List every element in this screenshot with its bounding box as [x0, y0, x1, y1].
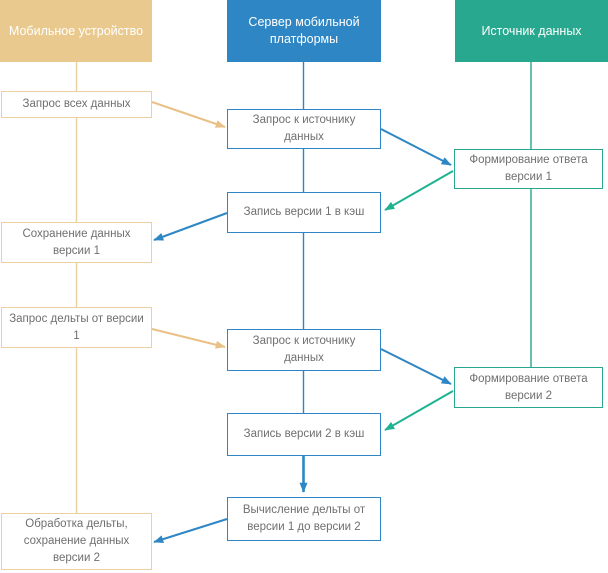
edge-save-v1-arrow	[153, 212, 228, 241]
edge-request-all-data-arrow	[151, 101, 226, 128]
edge-response-v2-arrow	[384, 390, 454, 431]
node-process-delta: Обработка дельты, сохранение данных верс…	[1, 513, 152, 570]
node-request-to-source-2: Запрос к источнику данных	[227, 329, 381, 371]
lane-header-data-source: Источник данных	[455, 0, 608, 62]
node-write-v2-cache: Запись версии 2 в кэш	[227, 413, 381, 456]
edge-response-v1-arrow	[384, 170, 454, 211]
node-request-all-data: Запрос всех данных	[1, 91, 152, 118]
edge-request-delta-arrow	[151, 328, 226, 349]
lane-header-platform-server: Сервер мобильной платформы	[227, 0, 381, 62]
node-compute-delta: Вычисление дельты от версии 1 до версии …	[227, 497, 381, 541]
node-request-delta-v1: Запрос дельты от версии 1	[1, 307, 152, 348]
node-request-to-source-1: Запрос к источнику данных	[227, 109, 381, 149]
node-write-v1-cache: Запись версии 1 в кэш	[227, 192, 381, 233]
edge-query-source-2-arrow	[380, 348, 452, 385]
node-save-data-v1: Сохранение данных версии 1	[1, 222, 152, 263]
node-form-response-v1: Формирование ответа версии 1	[454, 149, 603, 189]
edge-process-delta-arrow	[153, 518, 228, 544]
node-form-response-v2: Формирование ответа версии 2	[454, 367, 603, 408]
edge-query-source-1-arrow	[380, 128, 452, 166]
lane-header-mobile-device: Мобильное устройство	[0, 0, 152, 62]
